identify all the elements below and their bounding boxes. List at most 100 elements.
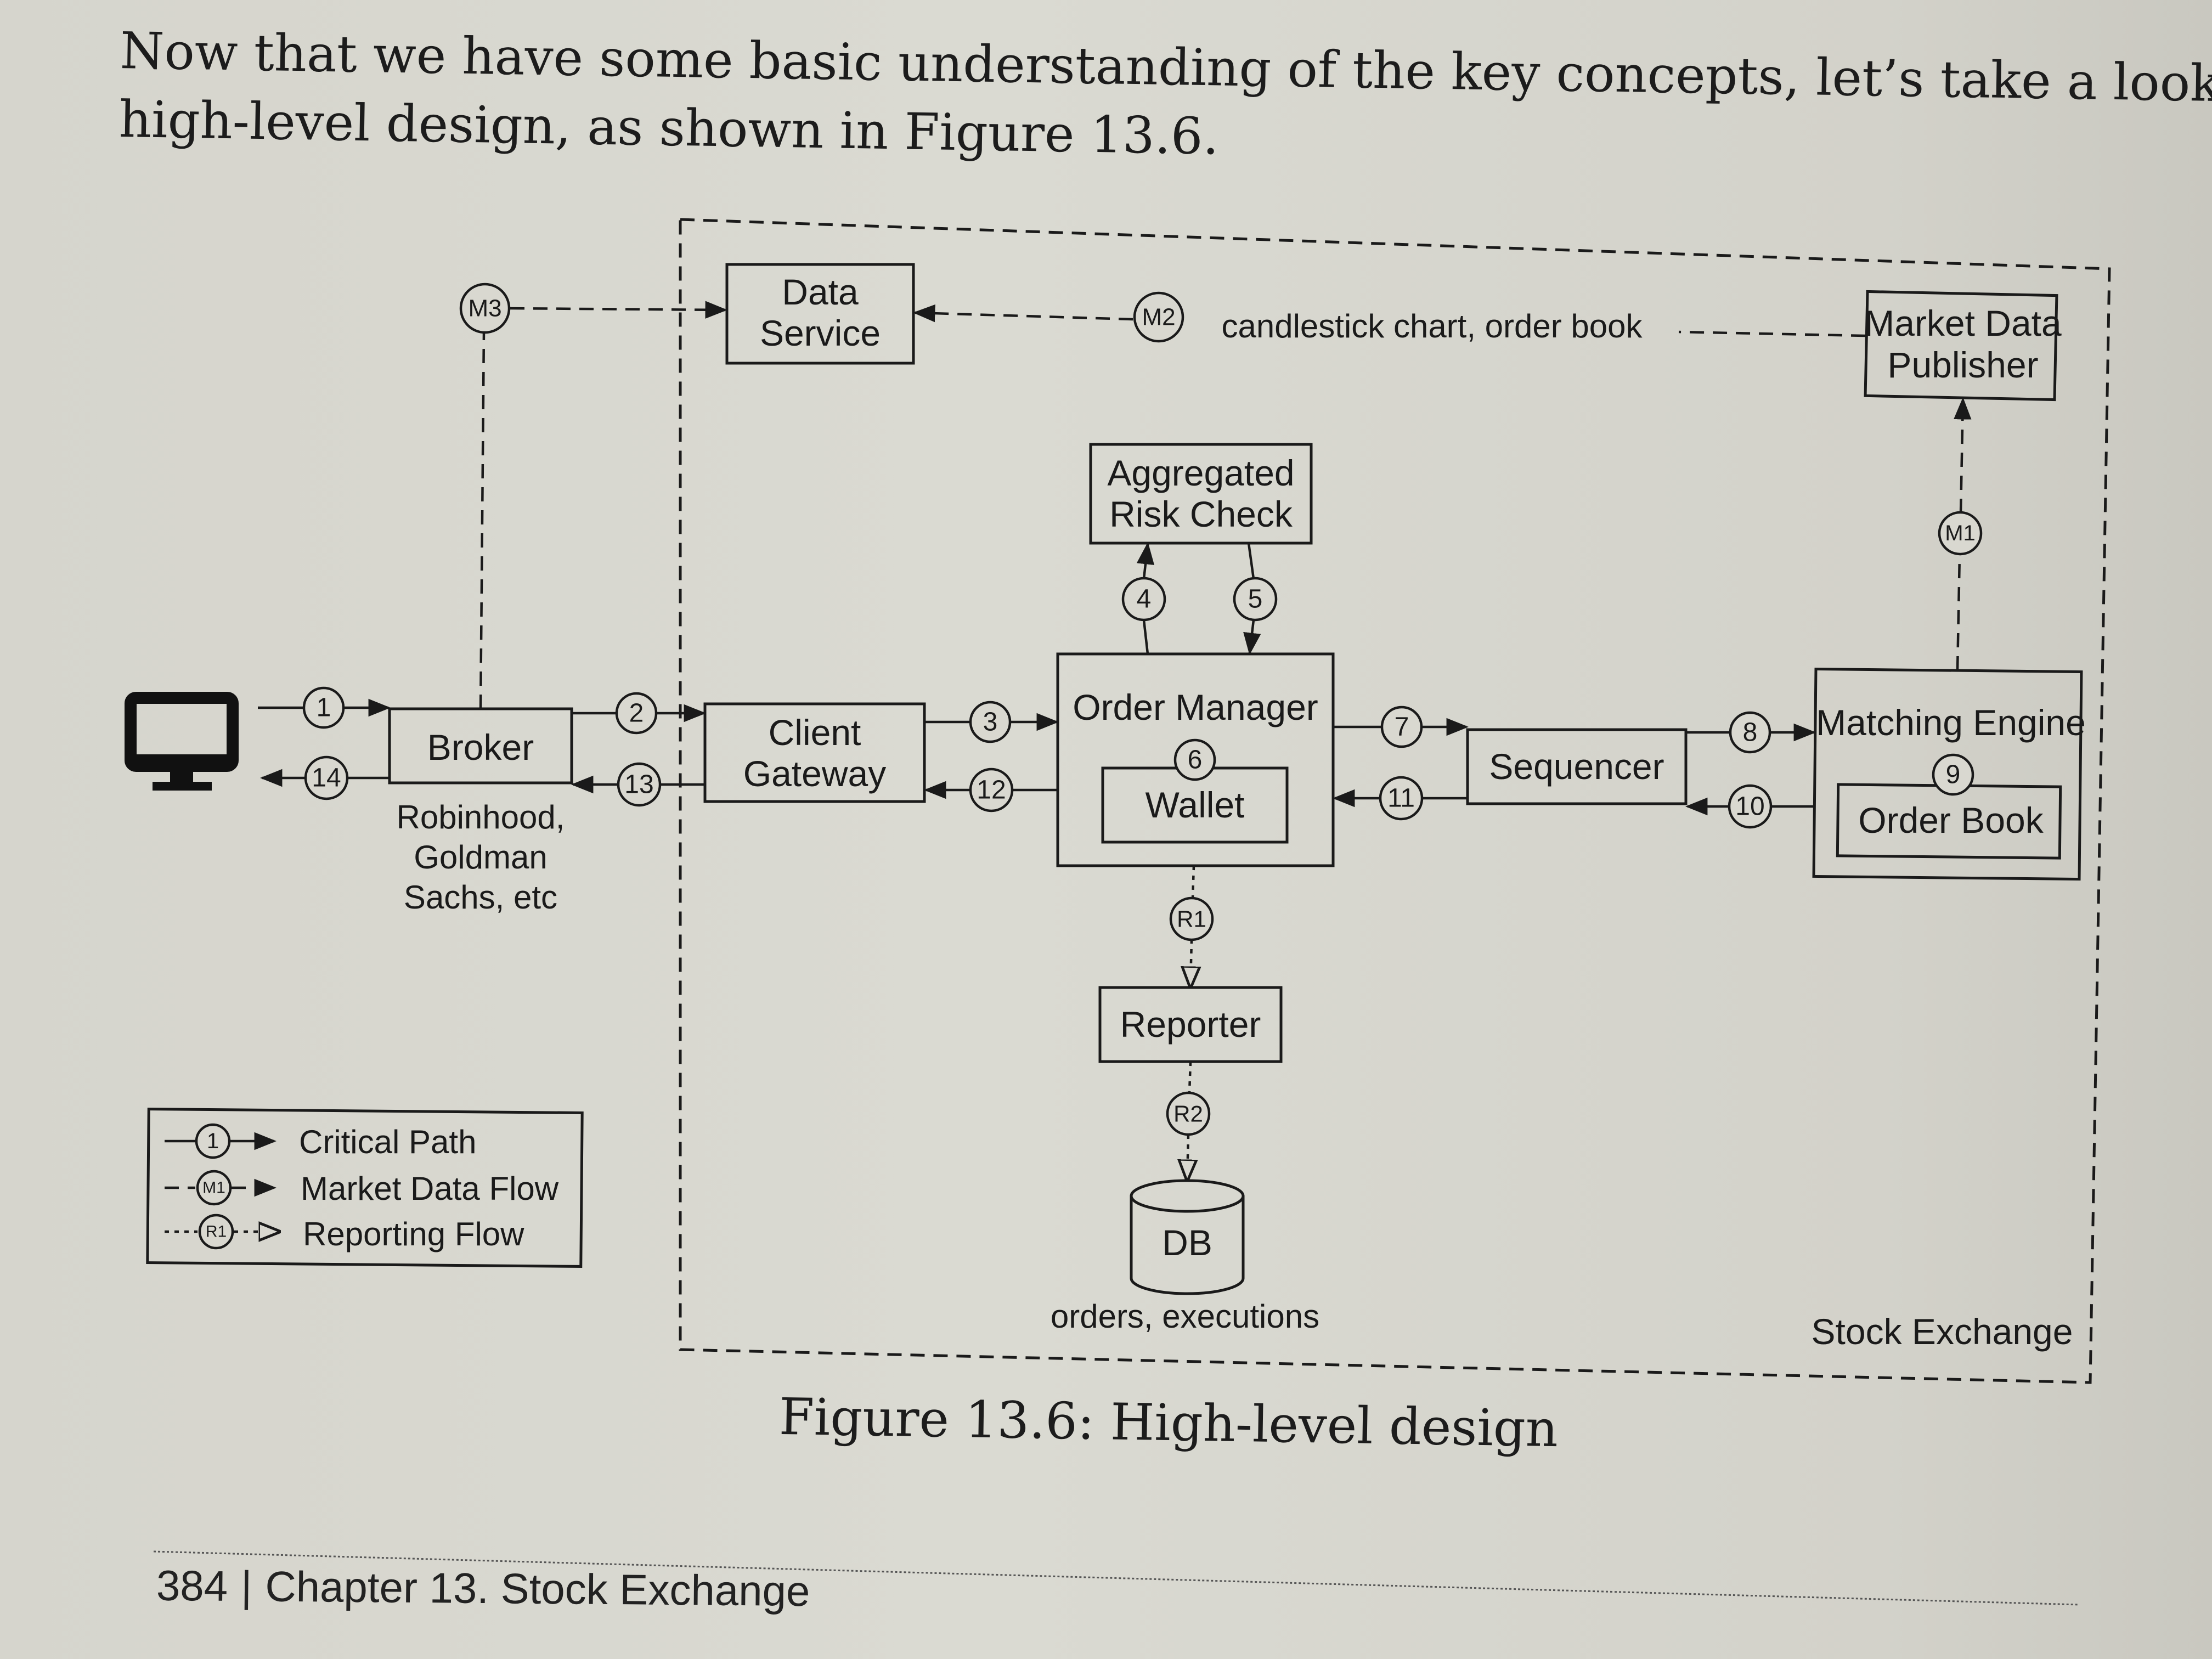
step-13-marker: 13: [617, 762, 662, 807]
edge-m3-horizontal: [510, 301, 728, 319]
edge-r1-lower: [1190, 939, 1192, 986]
legend: 1 Critical Path M1 Market Data Flow R1 R…: [146, 1108, 584, 1268]
order-manager-label: Order Manager: [1073, 687, 1318, 727]
svg-text:3: 3: [983, 708, 998, 737]
wallet-label: Wallet: [1146, 785, 1245, 825]
step-6-marker: 6: [1173, 738, 1216, 781]
svg-text:4: 4: [1137, 585, 1152, 614]
matching-engine-node: Matching Engine Order Book: [1812, 667, 2086, 881]
broker-examples-line-2: Goldman: [414, 839, 547, 876]
edge-m1-upper: [1954, 397, 1972, 514]
risk-check-line-2: Risk Check: [1109, 494, 1293, 534]
step-2-marker: 2: [615, 692, 658, 735]
sequencer-label: Sequencer: [1489, 746, 1664, 787]
db-note: orders, executions: [1051, 1298, 1319, 1335]
step-m2-marker: M2: [1133, 291, 1184, 343]
step-12-marker: 12: [969, 768, 1014, 812]
order-book-label: Order Book: [1858, 800, 2044, 840]
page-number: 384: [156, 1561, 228, 1610]
risk-check-line-1: Aggregated: [1107, 453, 1294, 493]
db-node: DB orders, executions: [1051, 1179, 1319, 1335]
client-gateway-line-1: Client: [769, 712, 861, 753]
page-footer: 384| Chapter 13. Stock Exchange: [156, 1561, 810, 1616]
sequencer-node: Sequencer: [1466, 728, 1688, 805]
svg-text:5: 5: [1248, 585, 1263, 614]
legend-critical-label: Critical Path: [299, 1124, 476, 1160]
legend-reporting-label: Reporting Flow: [303, 1216, 524, 1252]
step-10-marker: 10: [1728, 784, 1773, 829]
client-gateway-node: Client Gateway: [703, 702, 926, 803]
m2-label: candlestick chart, order book: [1221, 308, 1643, 345]
aggregated-risk-check-node: Aggregated Risk Check: [1089, 443, 1313, 545]
svg-text:8: 8: [1743, 718, 1758, 747]
svg-text:12: 12: [977, 776, 1006, 805]
legend-market-marker: M1: [202, 1179, 225, 1197]
edge-m3-vertical: [479, 331, 486, 709]
edge-r1-upper: [1191, 865, 1195, 899]
data-service-line-1: Data: [782, 272, 859, 312]
chapter-title: Chapter 13. Stock Exchange: [265, 1562, 810, 1616]
svg-text:11: 11: [1387, 784, 1415, 813]
edge-m2-right: [1678, 330, 1866, 337]
footer-rule: [153, 1550, 2080, 1606]
step-3-marker: 3: [969, 701, 1012, 743]
step-9-marker: 9: [1932, 753, 1974, 796]
footer-separator: |: [240, 1562, 252, 1611]
step-7-marker: 7: [1380, 706, 1423, 748]
market-data-publisher-line-1: Market Data: [1864, 303, 2062, 343]
stock-exchange-boundary: [679, 218, 2111, 1384]
step-m1-marker: M1: [1938, 511, 1983, 556]
step-1-marker: 1: [302, 686, 345, 729]
svg-text:6: 6: [1188, 746, 1203, 775]
step-11-marker: 11: [1379, 776, 1424, 821]
edge-m1-lower: [1956, 554, 1961, 671]
legend-market-label: Market Data Flow: [301, 1170, 559, 1207]
matching-engine-label: Matching Engine: [1816, 702, 2086, 743]
data-service-node: Data Service: [725, 263, 915, 365]
svg-text:R2: R2: [1173, 1101, 1203, 1127]
desktop-monitor-icon: [125, 692, 239, 791]
edge-5-lower: [1243, 619, 1261, 656]
broker-examples-line-1: Robinhood,: [397, 799, 565, 836]
svg-text:10: 10: [1735, 792, 1764, 821]
step-5-marker: 5: [1233, 577, 1278, 622]
market-data-publisher-node: Market Data Publisher: [1864, 290, 2062, 402]
step-r2-marker: R2: [1166, 1091, 1211, 1136]
svg-text:2: 2: [629, 699, 644, 728]
order-manager-node: Order Manager Wallet: [1056, 652, 1335, 867]
svg-text:1: 1: [317, 693, 331, 723]
legend-critical-marker: 1: [207, 1129, 219, 1153]
svg-text:14: 14: [312, 764, 341, 793]
broker-node: Broker Robinhood, Goldman Sachs, etc: [388, 707, 573, 916]
edge-4-lower: [1142, 619, 1149, 654]
figure-caption: Figure 13.6: High-level design: [778, 1387, 1559, 1459]
stock-exchange-label: Stock Exchange: [1812, 1311, 2073, 1352]
svg-text:9: 9: [1946, 760, 1961, 789]
step-8-marker: 8: [1729, 711, 1771, 754]
step-r1-marker: R1: [1169, 896, 1214, 941]
broker-examples-line-3: Sachs, etc: [404, 879, 557, 916]
svg-text:13: 13: [624, 770, 653, 799]
client-gateway-line-2: Gateway: [743, 753, 886, 794]
data-service-line-2: Service: [760, 313, 881, 353]
svg-text:M3: M3: [468, 295, 501, 322]
step-m3-marker: M3: [459, 283, 511, 334]
broker-label: Broker: [427, 727, 534, 768]
svg-text:M2: M2: [1142, 304, 1175, 331]
svg-text:M1: M1: [1945, 521, 1976, 545]
svg-text:7: 7: [1395, 713, 1409, 742]
edge-r2-upper: [1188, 1061, 1192, 1093]
edge-r2-lower: [1187, 1134, 1188, 1180]
db-label: DB: [1162, 1222, 1212, 1263]
edge-4-upper: [1136, 541, 1155, 579]
svg-text:R1: R1: [1177, 906, 1206, 932]
market-data-publisher-line-2: Publisher: [1887, 345, 2038, 385]
reporter-label: Reporter: [1120, 1004, 1261, 1045]
edge-5-upper: [1247, 543, 1255, 579]
edge-m2-left: [912, 304, 1133, 323]
step-4-marker: 4: [1121, 577, 1166, 622]
step-14-marker: 14: [304, 755, 349, 800]
reporter-node: Reporter: [1098, 986, 1283, 1063]
